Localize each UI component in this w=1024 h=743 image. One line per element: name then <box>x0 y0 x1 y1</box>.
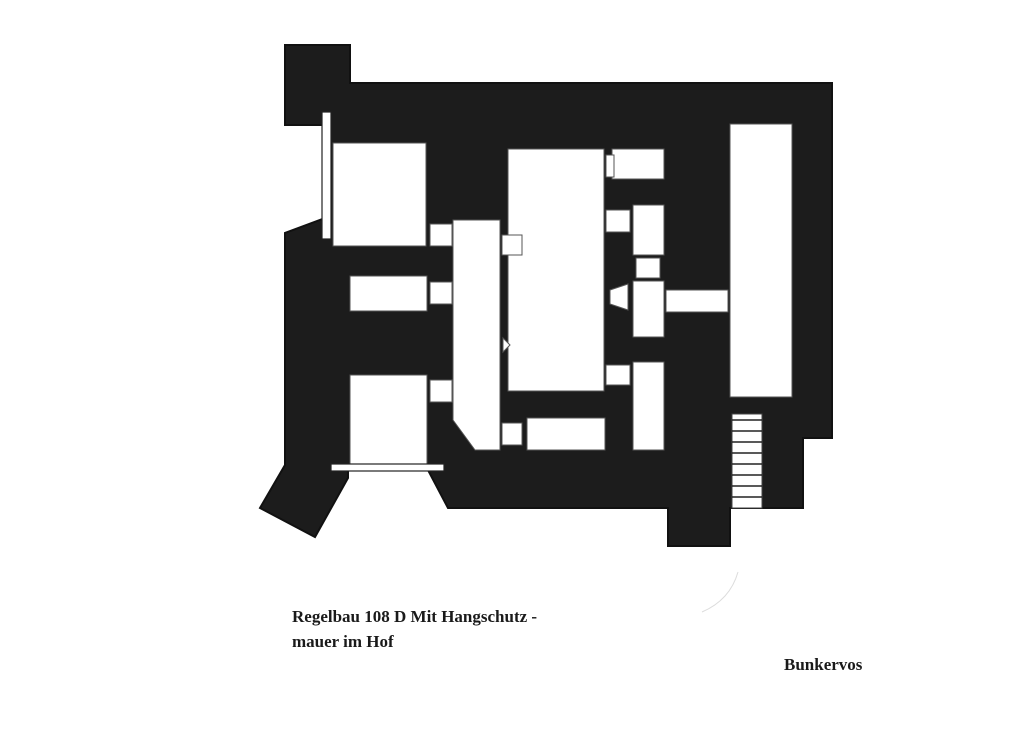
stair-steps <box>732 419 762 498</box>
room-east-lower <box>632 361 665 451</box>
room-east-small-3 <box>632 280 665 338</box>
passage-east <box>665 289 729 313</box>
caption-line-2: mauer im Hof <box>292 632 394 651</box>
door-2 <box>429 281 453 305</box>
author-credit: Bunkervos <box>784 655 863 674</box>
room-east-small-2 <box>632 204 665 256</box>
room-south-corridor <box>526 417 606 451</box>
door-1 <box>429 223 453 247</box>
door-4 <box>501 234 523 256</box>
door-6 <box>605 154 615 178</box>
rooms <box>332 123 793 468</box>
room-west-middle <box>349 275 428 312</box>
room-northwest <box>332 142 427 247</box>
west-wall-slot <box>321 111 332 240</box>
door-3 <box>429 379 453 403</box>
door-5 <box>501 422 523 446</box>
room-north-east-small <box>611 148 665 180</box>
embrasure <box>609 283 629 311</box>
room-southwest <box>349 374 428 468</box>
faint-arc <box>701 571 739 613</box>
plan-caption: Regelbau 108 D Mit Hangschutz - mauer im… <box>292 604 537 654</box>
room-central <box>507 148 605 392</box>
staircase <box>731 413 763 509</box>
wall-slots <box>321 111 445 472</box>
south-wall-slot <box>330 463 445 472</box>
stair-well <box>731 413 763 509</box>
vent-notch <box>502 336 511 354</box>
caption-line-1: Regelbau 108 D Mit Hangschutz - <box>292 607 538 626</box>
door-8 <box>635 257 661 279</box>
door-7 <box>605 209 631 233</box>
room-long-east <box>729 123 793 398</box>
door-9 <box>605 364 631 386</box>
room-central-left <box>452 219 501 451</box>
